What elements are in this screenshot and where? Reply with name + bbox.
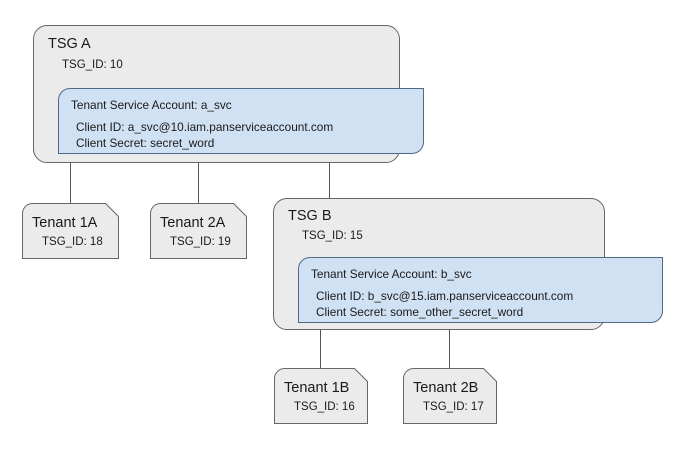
tsg-b-client-secret: Client Secret: some_other_secret_word: [316, 305, 524, 319]
tenant-1a-tsg-id: TSG_ID: 18: [42, 236, 103, 248]
tsg-b-tsg-id: TSG_ID: 15: [302, 230, 363, 242]
tsg-a-title: TSG A: [48, 36, 91, 52]
tenant-2a-name: Tenant 2A: [160, 215, 226, 231]
tsg-a-service-account-card[interactable]: Tenant Service Account: a_svc Client ID:…: [58, 88, 424, 154]
tenant-2b-name: Tenant 2B: [413, 380, 479, 396]
tsg-b-client-id: Client ID: b_svc@15.iam.panserviceaccoun…: [316, 289, 574, 303]
tsg-a-client-secret: Client Secret: secret_word: [76, 136, 215, 150]
tsg-a-tsg-id: TSG_ID: 10: [62, 59, 123, 71]
tsg-a-client-id: Client ID: a_svc@10.iam.panserviceaccoun…: [76, 120, 334, 134]
tsg-a-service-account-header: Tenant Service Account: a_svc: [71, 98, 232, 112]
tenant-2b-box[interactable]: Tenant 2B TSG_ID: 17: [403, 368, 497, 424]
tenant-2b-tsg-id: TSG_ID: 17: [423, 401, 484, 413]
tenant-2a-box[interactable]: Tenant 2A TSG_ID: 19: [150, 203, 247, 259]
tenant-1a-name: Tenant 1A: [32, 215, 98, 231]
tenant-1b-shape: [274, 368, 368, 424]
tenant-2b-shape: [403, 368, 497, 424]
tenant-1b-name: Tenant 1B: [284, 380, 350, 396]
tenant-1b-tsg-id: TSG_ID: 16: [294, 401, 355, 413]
tenant-1a-shape: [22, 203, 119, 259]
tsg-b-service-account-card[interactable]: Tenant Service Account: b_svc Client ID:…: [298, 257, 663, 323]
tsg-b-title: TSG B: [288, 208, 332, 224]
tenant-1a-box[interactable]: Tenant 1A TSG_ID: 18: [22, 203, 119, 259]
tsg-b-service-account-header: Tenant Service Account: b_svc: [311, 267, 472, 281]
tenant-2a-tsg-id: TSG_ID: 19: [170, 236, 231, 248]
tenant-1b-box[interactable]: Tenant 1B TSG_ID: 16: [274, 368, 368, 424]
tenant-2a-shape: [150, 203, 247, 259]
